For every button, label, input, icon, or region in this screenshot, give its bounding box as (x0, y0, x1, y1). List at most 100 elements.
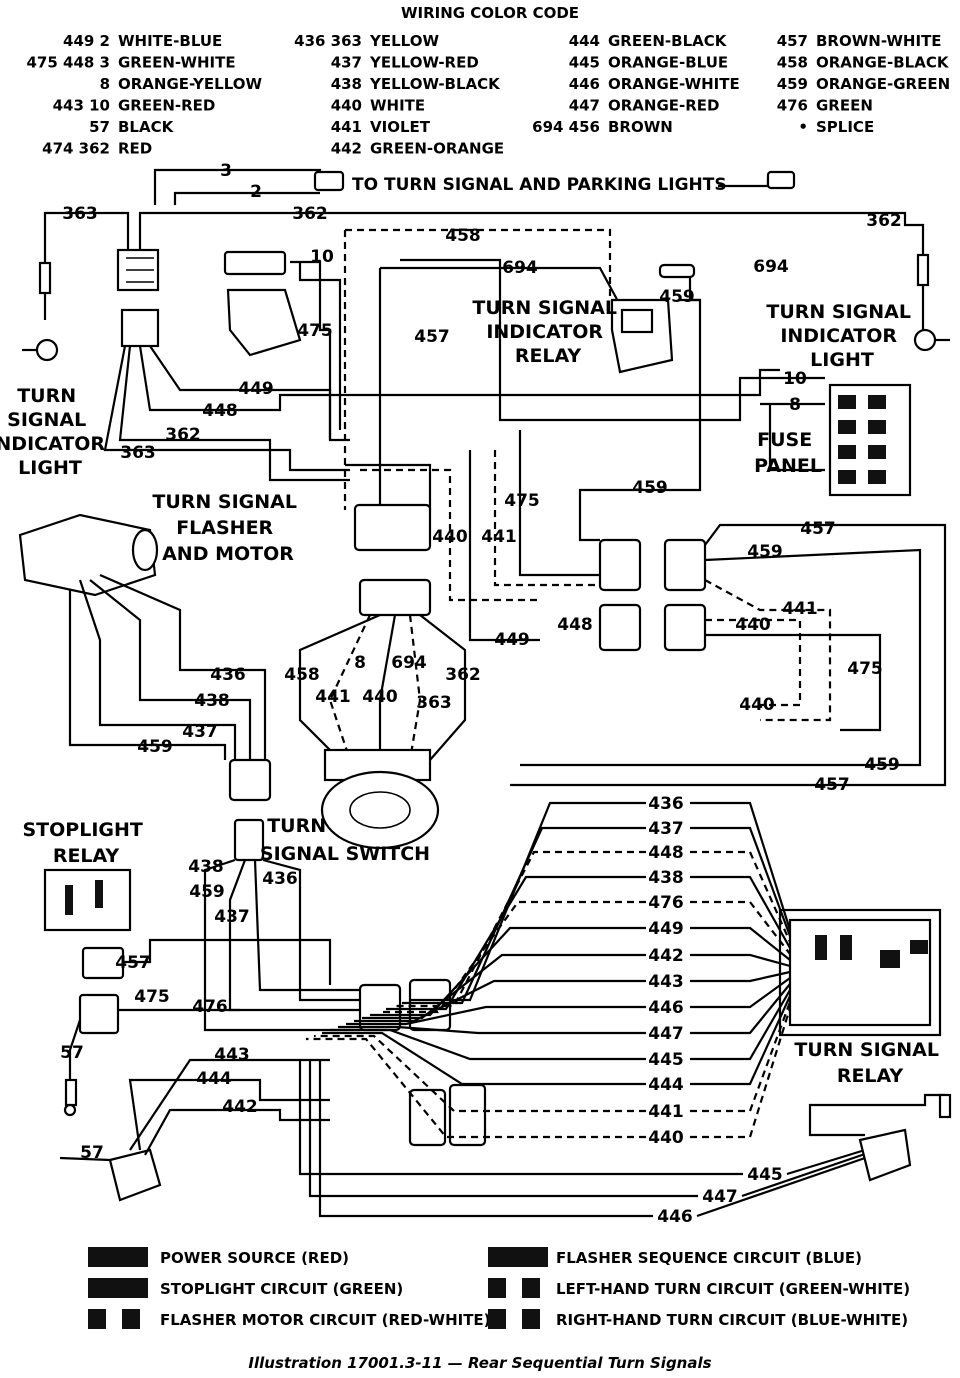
wire-number: 57 (60, 1043, 84, 1063)
wire-number: 440 (739, 695, 775, 715)
wire-number: 440 (432, 527, 468, 547)
legend-label: STOPLIGHT CIRCUIT (GREEN) (160, 1280, 403, 1298)
wire-number: 3 (220, 161, 232, 181)
wire-number: 438 (648, 868, 684, 888)
color-code-number: • (798, 118, 808, 136)
color-code-name: ORANGE-RED (608, 97, 720, 115)
wire-number: 459 (189, 882, 225, 902)
turn-signal-relay-label: TURN SIGNAL RELAY (794, 1039, 945, 1087)
legend-label: FLASHER SEQUENCE CIRCUIT (BLUE) (556, 1249, 862, 1267)
indicator-light-right-label: TURN SIGNAL INDICATOR LIGHT (766, 301, 917, 371)
legend-swatch (488, 1247, 548, 1267)
color-code-number: 447 (569, 97, 600, 115)
color-code-number: 476 (777, 97, 808, 115)
color-code-number: 459 (777, 75, 808, 93)
wire-number: 446 (657, 1207, 693, 1227)
wire-number: 442 (222, 1097, 258, 1117)
wire-number: 441 (481, 527, 517, 547)
wire-number: 444 (196, 1069, 232, 1089)
color-code-name: SPLICE (816, 118, 874, 136)
color-code-number: 458 (777, 54, 808, 72)
wire-number: 694 (391, 653, 427, 673)
wire-number: 449 (648, 919, 684, 939)
legend-swatch (488, 1278, 506, 1298)
wire-number: 457 (800, 519, 836, 539)
wire-number: 436 (262, 869, 298, 889)
color-code-number: 440 (331, 97, 362, 115)
legend-label: LEFT-HAND TURN CIRCUIT (GREEN-WHITE) (556, 1280, 910, 1298)
color-code-number: 437 (331, 54, 362, 72)
color-code-number: 441 (331, 118, 362, 136)
wire-number: 459 (659, 287, 695, 307)
color-code-number: 449 2 (63, 32, 110, 50)
wire-number: 57 (80, 1143, 104, 1163)
wire-number: 362 (445, 665, 481, 685)
wire-number: 449 (494, 630, 530, 650)
indicator-relay-label: TURN SIGNAL INDICATOR RELAY (472, 297, 623, 367)
relay-bundle-wires (298, 801, 952, 1218)
legend-swatch (88, 1309, 106, 1329)
color-code-name: GREEN-WHITE (118, 54, 236, 72)
wire-number: 457 (115, 953, 151, 973)
component-labels: TO TURN SIGNAL AND PARKING LIGHTS TURN S… (0, 175, 945, 1087)
color-code-name: GREEN (816, 97, 873, 115)
color-code-name: ORANGE-BLUE (608, 54, 728, 72)
center-wires (18, 430, 947, 850)
wire-number: 445 (747, 1165, 783, 1185)
color-code-number: 446 (569, 75, 600, 93)
wire-number: 442 (648, 946, 684, 966)
color-code-number: 445 (569, 54, 600, 72)
wire-number: 443 (648, 972, 684, 992)
wire-number: 446 (648, 998, 684, 1018)
wire-number: 475 (297, 321, 333, 341)
wire-number: 459 (632, 478, 668, 498)
wire-number: 8 (789, 395, 801, 415)
color-code-number: 8 (100, 75, 110, 93)
color-code-name: ORANGE-GREEN (816, 75, 950, 93)
color-code-name: WHITE-BLUE (118, 32, 222, 50)
wire-number: 10 (310, 247, 334, 267)
wire-number: 694 (502, 258, 538, 278)
color-code-number: 444 (569, 32, 600, 50)
color-code-name: GREEN-ORANGE (370, 140, 504, 158)
wire-number: 447 (648, 1024, 684, 1044)
color-code-number: 436 363 (294, 32, 362, 50)
color-code-name: WHITE (370, 97, 425, 115)
wire-number: 363 (62, 204, 98, 224)
color-code-name: ORANGE-BLACK (816, 54, 950, 72)
turn-signal-switch-label: TURN SIGNAL SWITCH (260, 815, 430, 865)
wire-number: 437 (214, 907, 250, 927)
wire-number: 458 (284, 665, 320, 685)
color-code-name: RED (118, 140, 152, 158)
indicator-light-left-label: TURN SIGNAL INDICATOR LIGHT (0, 385, 112, 479)
wire-number: 2 (250, 182, 262, 202)
wire-number: 459 (747, 542, 783, 562)
legend-swatch (522, 1278, 540, 1298)
color-code-name: YELLOW-BLACK (369, 75, 501, 93)
wire-number: 440 (735, 615, 771, 635)
wire-number: 362 (292, 204, 328, 224)
wire-number: 436 (648, 794, 684, 814)
color-code-name: VIOLET (370, 118, 431, 136)
wire-number: 438 (188, 857, 224, 877)
stoplight-relay-label: STOPLIGHT RELAY (23, 819, 150, 867)
wire-number: 440 (648, 1128, 684, 1148)
to-turn-signal-label: TO TURN SIGNAL AND PARKING LIGHTS (352, 175, 727, 195)
wire-number: 448 (202, 401, 238, 421)
wire-number: 362 (165, 425, 201, 445)
wire-number: 8 (354, 653, 366, 673)
color-code-number: 475 448 3 (26, 54, 110, 72)
wire-number: 457 (814, 775, 850, 795)
wire-number: 362 (866, 211, 902, 231)
wire-number: 476 (192, 997, 228, 1017)
wire-number: 445 (648, 1050, 684, 1070)
legend-swatch (122, 1309, 140, 1329)
wire-number: 440 (362, 687, 398, 707)
flasher-motor-label: TURN SIGNAL FLASHER AND MOTOR (152, 491, 303, 565)
color-code-number: 694 456 (532, 118, 600, 136)
color-code-number: 474 362 (42, 140, 110, 158)
color-code-number: 443 10 (53, 97, 110, 115)
color-code-number: 442 (331, 140, 362, 158)
legend-label: RIGHT-HAND TURN CIRCUIT (BLUE-WHITE) (556, 1311, 908, 1329)
wire-number: 459 (864, 755, 900, 775)
